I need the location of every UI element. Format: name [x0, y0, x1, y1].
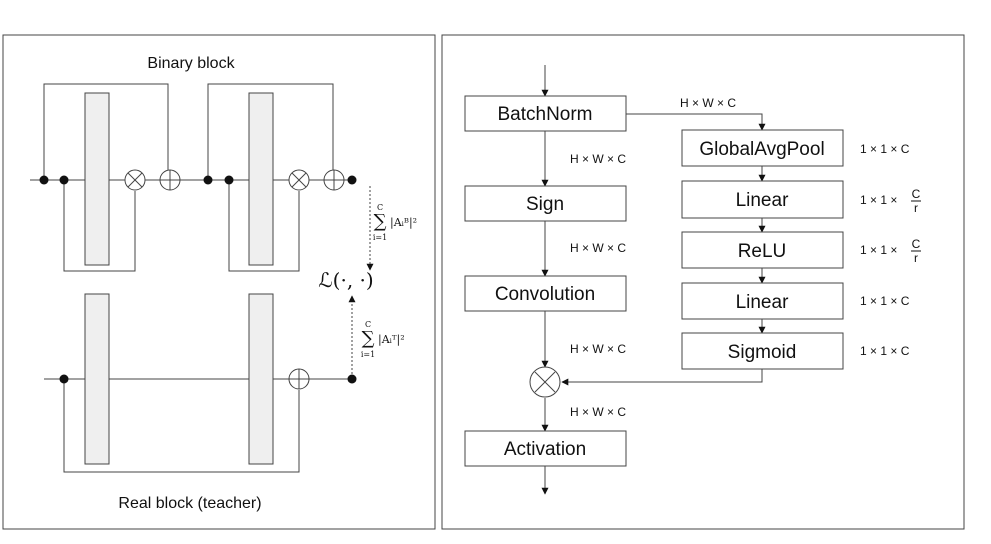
- globalavgpool-label: GlobalAvgPool: [699, 139, 824, 160]
- dim-se-4: 1 × 1 × C: [860, 294, 910, 308]
- dim-main-2: H × W × C: [570, 241, 626, 255]
- sigmoid-label: Sigmoid: [728, 342, 797, 363]
- dim-se-2: 1 × 1 ×: [860, 193, 897, 207]
- dim-main-3: H × W × C: [570, 342, 626, 356]
- activation-block: [464, 430, 627, 467]
- binary-block-label: Binary block: [147, 55, 235, 72]
- binary-nodes: [39, 175, 357, 185]
- svg-text:|Aᵢᴮ|²: |Aᵢᴮ|²: [390, 216, 417, 230]
- loss-label: ℒ(·, ·): [318, 268, 373, 292]
- real-attention-sum: C ∑ i=1 |Aᵢᵀ|²: [361, 320, 405, 359]
- real-add: [288, 368, 310, 390]
- dim-se-3-num: C: [912, 237, 921, 251]
- dim-se-3: 1 × 1 ×: [860, 243, 897, 257]
- dim-se-3-den: r: [914, 251, 918, 265]
- right-panel: BatchNorm Sign Convolution Activation Gl…: [441, 34, 965, 530]
- real-conv-2: [248, 293, 274, 465]
- left-panel: Binary block Real block (teacher): [2, 34, 436, 530]
- binary-multiply-2: [288, 169, 310, 191]
- binary-add-1: [159, 169, 181, 191]
- svg-text:i=1: i=1: [373, 233, 387, 242]
- batchnorm-label: BatchNorm: [497, 104, 592, 125]
- sign-block: [464, 185, 627, 222]
- svg-text:i=1: i=1: [361, 350, 375, 359]
- binary-add-2: [323, 169, 345, 191]
- svg-text:|Aᵢᵀ|²: |Aᵢᵀ|²: [378, 333, 405, 347]
- convolution-block: [464, 275, 627, 312]
- relu-label: ReLU: [738, 241, 787, 262]
- activation-label: Activation: [504, 439, 586, 460]
- batchnorm-block: [464, 95, 627, 132]
- sigmoid-block: [681, 332, 844, 370]
- binary-conv-1: [84, 92, 110, 266]
- linear-label-2: Linear: [736, 292, 789, 313]
- binary-multiply-1: [124, 169, 146, 191]
- dim-main-1: H × W × C: [570, 152, 626, 166]
- se-multiply: [529, 366, 561, 398]
- dim-se-2-den: r: [914, 201, 918, 215]
- binary-attention-sum: C ∑ i=1 |Aᵢᴮ|²: [373, 203, 417, 242]
- dim-main-4: H × W × C: [570, 405, 626, 419]
- real-block-label: Real block (teacher): [118, 495, 261, 512]
- svg-text:∑: ∑: [374, 211, 387, 232]
- real-block: [44, 293, 352, 473]
- binary-conv-2: [248, 92, 274, 266]
- linear-block-1: [681, 180, 844, 219]
- svg-text:C: C: [365, 320, 371, 329]
- real-nodes: [59, 374, 357, 384]
- convolution-label: Convolution: [495, 284, 595, 305]
- relu-block: [681, 231, 844, 269]
- svg-text:∑: ∑: [362, 328, 375, 349]
- real-conv-1: [84, 293, 110, 465]
- linear-label-1: Linear: [736, 190, 789, 211]
- binary-block: [30, 83, 352, 272]
- right-panel-frame: [441, 34, 965, 530]
- dim-branch: H × W × C: [680, 96, 736, 110]
- dim-se-1: 1 × 1 × C: [860, 142, 910, 156]
- svg-text:C: C: [377, 203, 383, 212]
- sign-label: Sign: [526, 194, 564, 215]
- globalavgpool-block: [681, 129, 844, 167]
- linear-block-2: [681, 282, 844, 320]
- left-panel-frame: [2, 34, 436, 530]
- dim-se-5: 1 × 1 × C: [860, 344, 910, 358]
- dim-se-2-num: C: [912, 187, 921, 201]
